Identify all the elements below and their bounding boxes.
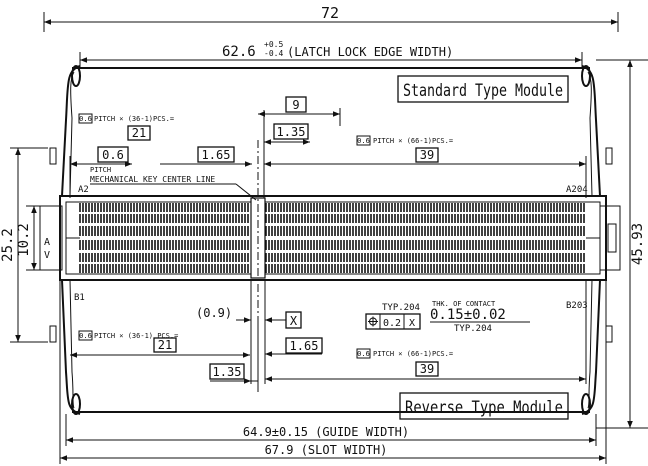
pin-b1-label: B1 <box>74 293 85 303</box>
position-tol-value: 0.2 <box>383 318 401 329</box>
contact-thickness: THK. OF CONTACT 0.15±0.02 TYP.204 <box>430 300 530 334</box>
svg-text:Standard Type Module: Standard Type Module <box>403 81 563 101</box>
standard-module-label: Standard Type Module <box>397 75 569 103</box>
overall-length-dimension: 72 <box>43 4 619 32</box>
key-offset-dimension: 9 1.35 <box>258 96 341 198</box>
pitch-count-left-bottom: 21 <box>158 338 172 352</box>
pitch-word: PITCH <box>90 166 111 174</box>
latch-lock-tol-plus: +0.5 <box>264 40 283 49</box>
svg-text:PITCH × (36-1) PCS.=: PITCH × (36-1) PCS.= <box>94 332 178 340</box>
datum-x: X <box>290 314 298 328</box>
side-label-a: A <box>44 237 50 248</box>
svg-text:0.6: 0.6 <box>79 115 92 123</box>
pitch-note-right-top: 0.6 PITCH × (66-1)PCS.= 39 <box>356 135 453 163</box>
pitch-count-left-top: 21 <box>132 126 146 140</box>
svg-text:Reverse Type Module: Reverse Type Module <box>405 398 563 418</box>
guide-width-label: 64.9±0.15 (GUIDE WIDTH) <box>243 425 409 439</box>
key-gap-top-label: 1.65 <box>202 148 231 162</box>
latch-lock-tol-minus: -0.4 <box>264 49 283 58</box>
pitch-note-left-top: 0.6 PITCH × (36-1)PCS.= 21 <box>78 113 174 141</box>
contact-typ-label: TYP.204 <box>454 324 492 334</box>
key-clearance-label: (0.9) <box>196 306 232 320</box>
contact-thk-label: THK. OF CONTACT <box>432 300 496 308</box>
pitch-note-left-bottom: 0.6 PITCH × (36-1) PCS.= 21 <box>70 330 250 358</box>
guide-width-dimension: 64.9±0.15 (GUIDE WIDTH) <box>65 414 597 446</box>
mechanical-key <box>250 140 266 320</box>
key-gap-bottom-dimension: 1.65 <box>265 337 323 357</box>
key-offset-label: 9 <box>292 98 299 112</box>
latch-lock-label: (LATCH LOCK EDGE WIDTH) <box>287 45 453 59</box>
height-dimension-overall: 45.93 <box>596 59 648 429</box>
key-width-bottom-label: 1.35 <box>213 365 242 379</box>
typ204-label: TYP.204 <box>382 303 420 313</box>
pin-b203-label: B203 <box>566 301 588 311</box>
mechanical-key-center-line: MECHANICAL KEY CENTER LINE <box>90 175 215 184</box>
slot-width-dimension: 67.9 (SLOT WIDTH) <box>59 280 607 464</box>
contact-array <box>79 203 585 273</box>
latch-lock-value: 62.6 <box>222 44 256 60</box>
contact-thk-value: 0.15±0.02 <box>430 307 506 323</box>
svg-text:0.6: 0.6 <box>357 350 370 358</box>
pin-a2-label: A2 <box>78 185 89 195</box>
connector-housing <box>39 65 621 415</box>
pitch-top-label: 0.6 <box>102 148 124 162</box>
height-dimension-inner: 10.2 <box>16 205 40 271</box>
svg-text:PITCH × (36-1)PCS.=: PITCH × (36-1)PCS.= <box>94 115 174 123</box>
pin-a204-label: A204 <box>566 185 588 195</box>
reverse-module-label: Reverse Type Module <box>399 392 569 420</box>
key-clearance-dimension: (0.9) X <box>196 280 302 384</box>
slot-width-label: 67.9 (SLOT WIDTH) <box>265 443 388 457</box>
pitch-dimension-top: 0.6 1.65 PITCH MECHANICAL KEY CENTER LIN… <box>69 146 587 201</box>
key-width-bottom-dimension: 1.35 <box>209 320 259 392</box>
side-label-v: V <box>44 250 50 261</box>
pitch-count-right-top: 39 <box>420 148 434 162</box>
height-dimension-outer: 25.2 <box>0 147 48 343</box>
position-tolerance: TYP.204 0.2 X <box>365 303 421 330</box>
pitch-count-right-bottom: 39 <box>420 362 434 376</box>
svg-text:0.6: 0.6 <box>79 332 92 340</box>
svg-text:0.6: 0.6 <box>357 137 370 145</box>
pitch-note-right-bottom: 0.6 PITCH × (66-1)PCS.= 39 <box>265 280 587 384</box>
height-outer-label: 25.2 <box>0 228 16 262</box>
key-width-top-label: 1.35 <box>277 125 306 139</box>
position-tol-datum: X <box>409 318 415 329</box>
key-gap-bottom-label: 1.65 <box>290 339 319 353</box>
latch-lock-dimension: 62.6 +0.5 -0.4 (LATCH LOCK EDGE WIDTH) <box>79 40 583 68</box>
svg-text:PITCH × (66-1)PCS.=: PITCH × (66-1)PCS.= <box>373 350 453 358</box>
svg-text:PITCH × (66-1)PCS.=: PITCH × (66-1)PCS.= <box>373 137 453 145</box>
overall-length-label: 72 <box>321 4 339 22</box>
height-inner-label: 10.2 <box>16 223 32 257</box>
height-overall-label: 45.93 <box>630 223 646 265</box>
